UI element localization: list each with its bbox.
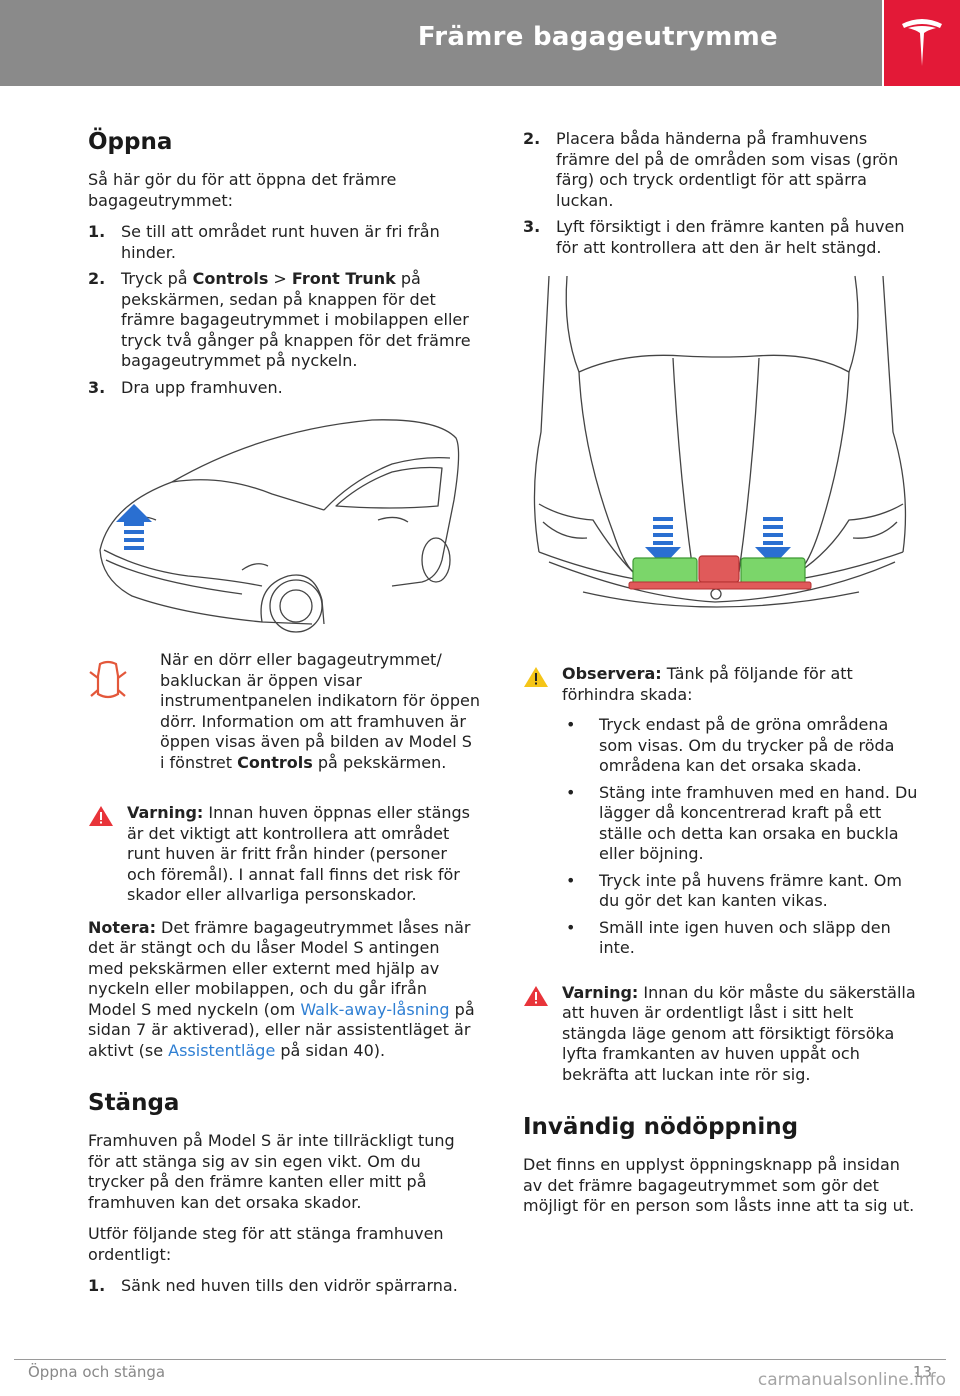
warning-text: Varning: Innan huven öppnas eller stängs… xyxy=(127,803,480,906)
tesla-logo xyxy=(884,0,960,86)
step-text-part: > xyxy=(268,269,292,288)
close-paragraph-2: Utför följande steg för att stänga framh… xyxy=(88,1224,444,1264)
front-trunk-label: Front Trunk xyxy=(291,269,396,288)
step-text: Tryck på Controls > Front Trunk på peksk… xyxy=(121,269,480,372)
step-number: 3. xyxy=(523,217,541,236)
open-step-1: 1. Se till att området runt huven är fri… xyxy=(88,222,480,263)
caution-triangle-icon xyxy=(523,664,562,971)
list-item: • Tryck inte på huvens främre kant. Om du… xyxy=(562,871,918,912)
step-text-part: på pekskärmen, sedan på knappen för det … xyxy=(121,269,471,370)
door-open-indicator-icon xyxy=(88,650,160,773)
warning-triangle-icon xyxy=(88,803,127,906)
caution-box: Observera: Tänk på följande för att förh… xyxy=(523,664,918,971)
hood-press-areas-illustration xyxy=(533,275,907,608)
note-paragraph: Notera: Det främre bagageutrymmet låses … xyxy=(88,918,480,1062)
step-text-part: Tryck på xyxy=(121,269,193,288)
close-step-1: 1. Sänk ned huven tills den vidrör spärr… xyxy=(88,1276,480,1297)
caution-label: Observera: xyxy=(562,664,662,683)
list-item: • Tryck endast på de gröna områdena som v… xyxy=(562,715,918,777)
header-bar: Främre bagageutrymme xyxy=(0,0,882,86)
note-text-part: på sidan 40). xyxy=(275,1040,386,1060)
info-text-part: När en dörr eller bagageutrymmet/ bakluc… xyxy=(160,650,480,772)
step-text: Lyft försiktigt i den främre kanten på h… xyxy=(556,217,905,257)
caution-text: Observera: Tänk på följande för att förh… xyxy=(562,664,918,971)
red-center-area xyxy=(698,555,740,583)
bullet-icon: • xyxy=(566,782,576,802)
bullet-text: Tryck inte på huvens främre kant. Om du … xyxy=(599,870,902,911)
bullet-text: Stäng inte framhuven med en hand. Du läg… xyxy=(599,782,918,864)
warning-body: Innan du kör måste du säkerställa att hu… xyxy=(562,982,916,1084)
bullet-icon: • xyxy=(566,917,576,937)
info-text: När en dörr eller bagageutrymmet/ bakluc… xyxy=(160,650,480,773)
step-text: Dra upp framhuven. xyxy=(121,377,283,397)
emergency-paragraph: Det finns en upplyst öppningsknapp på in… xyxy=(523,1155,915,1215)
press-down-arrow-left-icon xyxy=(645,517,681,566)
controls-label: Controls xyxy=(192,269,269,288)
close-step-2: 2. Placera båda händerna på framhuvens f… xyxy=(523,129,918,211)
open-step-2: 2. Tryck på Controls > Front Trunk på pe… xyxy=(88,269,480,372)
note-text-part: på sidan 7 är aktiverad), eller när assi… xyxy=(88,999,475,1060)
up-arrow-icon xyxy=(116,504,152,550)
warning-text: Varning: Innan du kör måste du säkerstäl… xyxy=(562,983,918,1086)
step-number: 3. xyxy=(88,377,106,397)
section-heading-open: Öppna xyxy=(88,129,173,155)
green-press-area-right xyxy=(740,557,806,585)
close-paragraph-1: Framhuven på Model S är inte tillräcklig… xyxy=(88,1131,455,1212)
bullet-text: Smäll inte igen huven och släpp den inte… xyxy=(599,917,891,958)
section-heading-emergency: Invändig nödöppning xyxy=(523,1114,799,1140)
footer-section-name: Öppna och stänga xyxy=(28,1363,166,1381)
left-column: Öppna Så här gör du för att öppna det fr… xyxy=(88,128,480,1303)
valet-mode-link[interactable]: Assistentläge xyxy=(168,1040,276,1060)
note-text-part: Det främre bagageutrymmet låses när det … xyxy=(88,917,471,1019)
warning-label: Varning: xyxy=(562,982,639,1002)
red-edge-area xyxy=(628,581,812,590)
warning-label: Varning: xyxy=(127,803,204,822)
warning-box-2: Varning: Innan du kör måste du säkerstäl… xyxy=(523,983,918,1086)
watermark: carmanualsonline.info xyxy=(757,1370,946,1390)
caution-body: Tänk på följande för att förhindra skada… xyxy=(562,664,853,704)
section-heading-close: Stänga xyxy=(88,1090,180,1116)
step-text: Se till att området runt huven är fri fr… xyxy=(121,222,440,262)
step-number: 1. xyxy=(88,222,106,241)
bullet-icon: • xyxy=(566,870,576,890)
page-title: Främre bagageutrymme xyxy=(417,22,778,52)
right-column: 2. Placera båda händerna på framhuvens f… xyxy=(523,129,918,1228)
list-item: • Smäll inte igen huven och släpp den int… xyxy=(562,918,918,959)
walk-away-link[interactable]: Walk-away-låsning xyxy=(300,999,450,1019)
bullet-text: Tryck endast på de gröna områdena som vi… xyxy=(599,715,895,775)
close-step-3: 3. Lyft försiktigt i den främre kanten p… xyxy=(523,217,918,258)
warning-triangle-icon xyxy=(523,983,562,1086)
green-press-area-left xyxy=(632,557,698,585)
controls-label: Controls xyxy=(237,752,313,772)
tesla-t-logo-icon xyxy=(902,19,942,66)
bullet-icon: • xyxy=(566,715,576,734)
open-intro: Så här gör du för att öppna det främre b… xyxy=(88,170,397,210)
car-hood-open-illustration xyxy=(99,419,460,633)
warning-box: Varning: Innan huven öppnas eller stängs… xyxy=(88,803,480,906)
note-label: Notera: xyxy=(88,917,156,937)
page-number: 13 xyxy=(912,1363,932,1381)
info-text-part: på pekskärmen. xyxy=(312,752,447,772)
footer-divider xyxy=(14,1359,946,1360)
info-box: När en dörr eller bagageutrymmet/ bakluc… xyxy=(88,650,480,773)
list-item: • Stäng inte framhuven med en hand. Du lä… xyxy=(562,783,918,865)
step-text: Placera båda händerna på framhuvens främ… xyxy=(556,129,899,210)
step-number: 2. xyxy=(523,129,541,148)
press-down-arrow-right-icon xyxy=(755,517,791,566)
step-number: 2. xyxy=(88,269,106,288)
step-number: 1. xyxy=(88,1276,106,1295)
step-text: Sänk ned huven tills den vidrör spärrarn… xyxy=(121,1276,458,1295)
caution-bullet-list: • Tryck endast på de gröna områdena som v… xyxy=(562,715,918,959)
warning-body: Innan huven öppnas eller stängs är det v… xyxy=(127,803,471,904)
open-step-3: 3. Dra upp framhuven. xyxy=(88,378,480,399)
